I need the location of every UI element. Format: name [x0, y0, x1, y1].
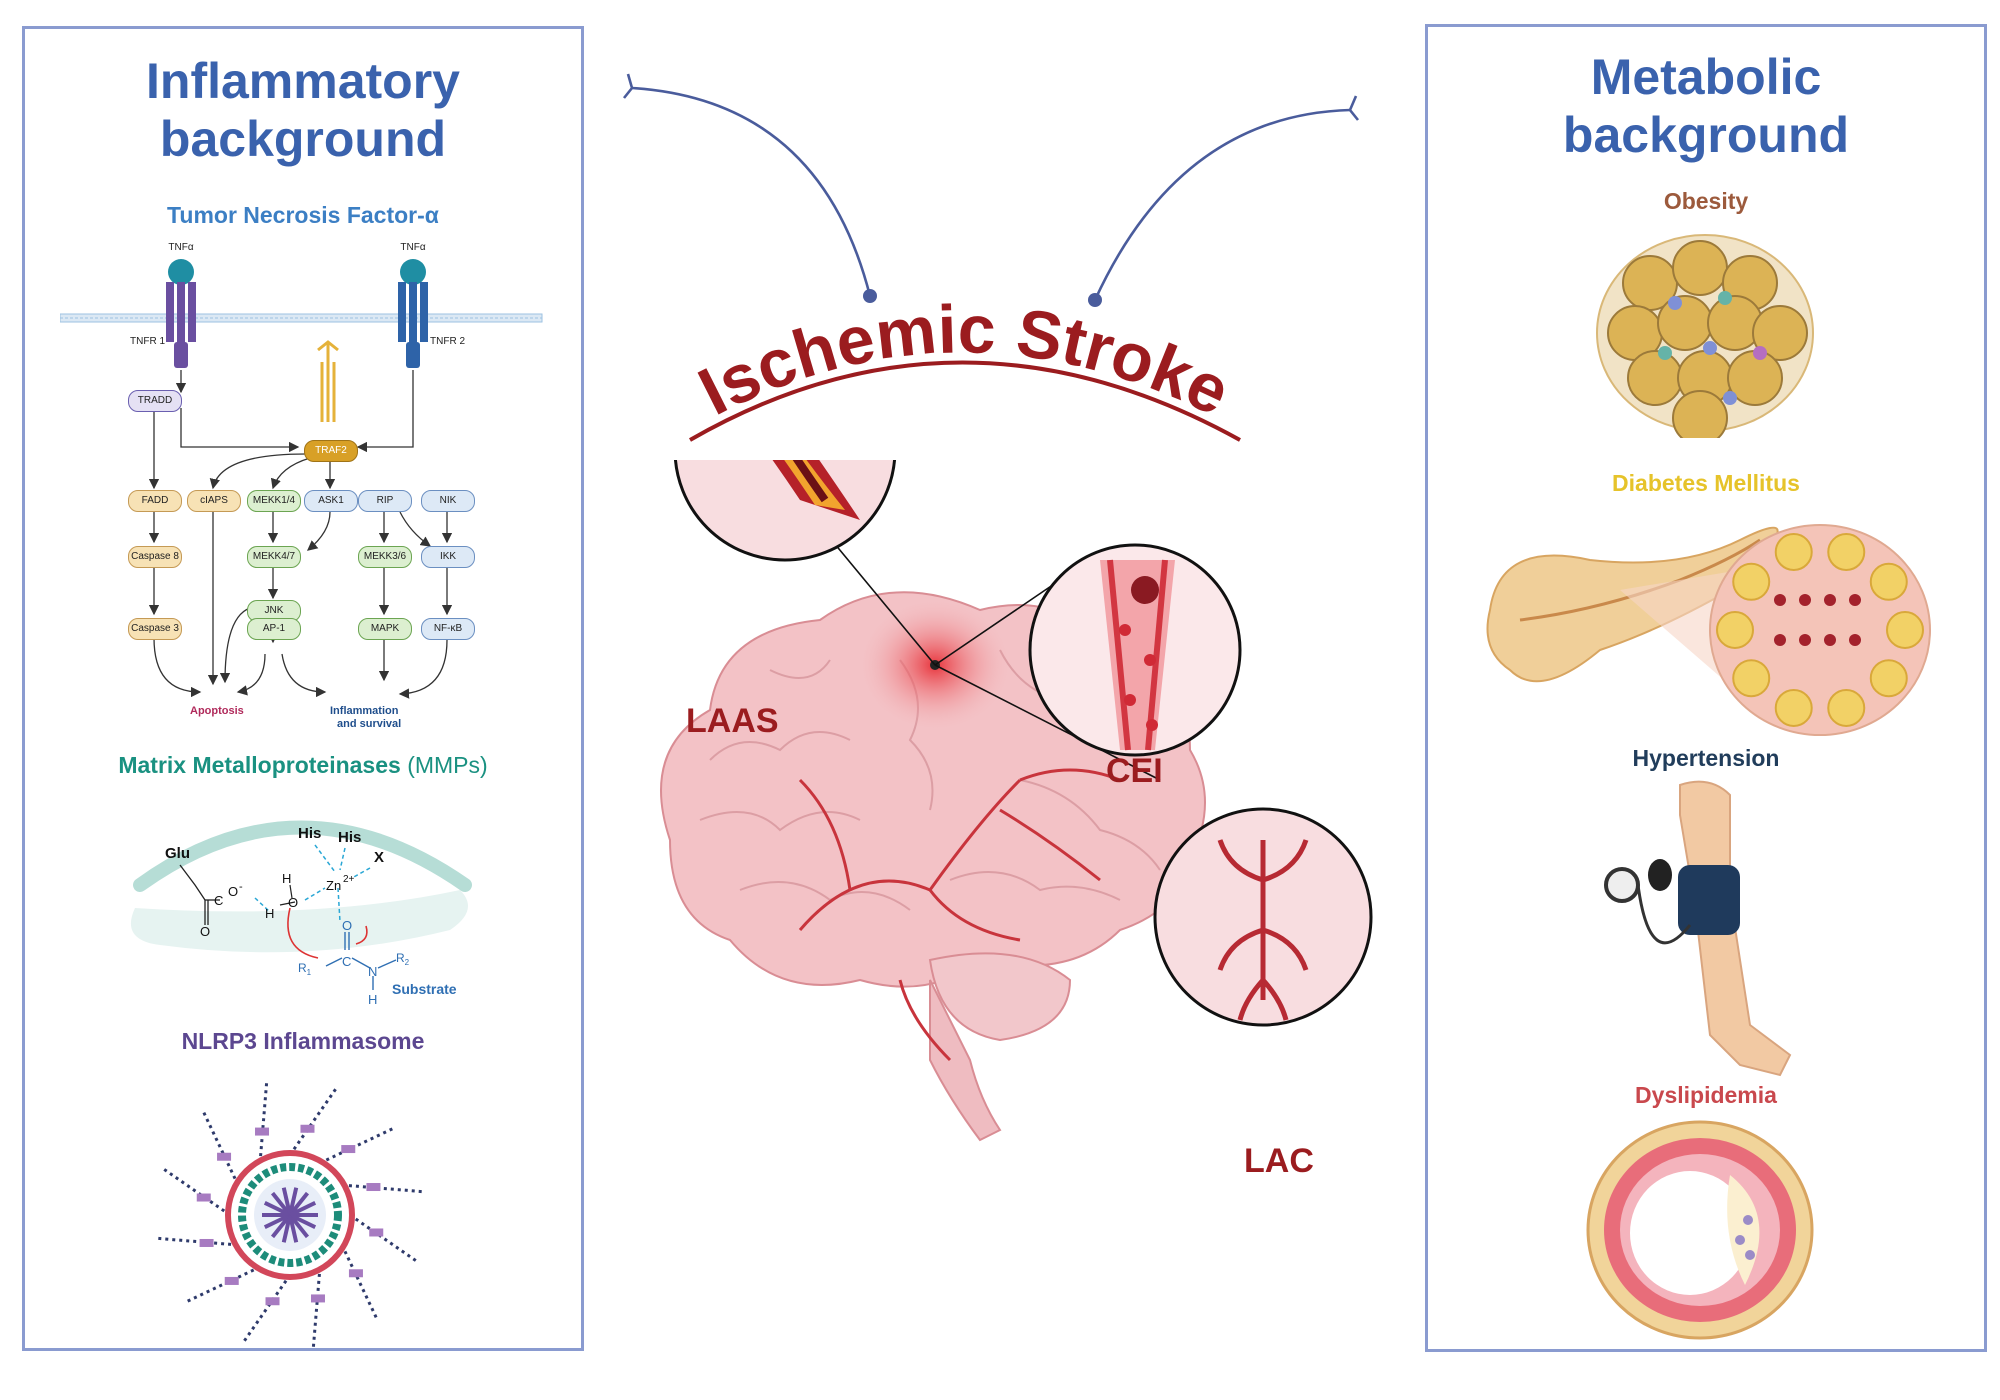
tnf-node-ask1: ASK1 [304, 490, 358, 512]
mmp-heading-main: Matrix Metalloproteinases [118, 752, 401, 778]
laas-label: LAAS [686, 702, 779, 740]
brain-illustration-group [660, 460, 1373, 1142]
tnf-node-mekk36: MEKK3/6 [358, 546, 412, 568]
inflammation-label-line1: Inflammation [330, 705, 399, 717]
his1-label: His [298, 825, 321, 842]
tnfr2-receptor-icon [398, 259, 428, 368]
glu-label: Glu [165, 845, 190, 862]
laas-circle-icon [673, 460, 897, 562]
cei-circle-icon [1028, 543, 1242, 757]
connector-right-endpoint [1088, 293, 1102, 307]
connector-left-curve [631, 86, 872, 297]
inflammatory-title-line2: background [159, 111, 447, 167]
pointer-cei [934, 579, 1061, 666]
tnfr1-label: TNFR 1 [130, 336, 165, 347]
water-o-label: O [288, 895, 298, 910]
carboxylate-c-label: C [214, 893, 223, 908]
zinc-label: Zn [326, 878, 341, 893]
tnf-node-rip: RIP [358, 490, 412, 512]
tnf-node-nfkb: NF-κB [421, 618, 475, 640]
tnf-node-ap1: AP-1 [247, 618, 301, 640]
apoptosis-label: Apoptosis [190, 705, 244, 717]
nlrp3-inflammasome-icon [156, 1081, 424, 1349]
enzyme-pocket-shape [130, 890, 468, 953]
bp-cuff [1678, 865, 1740, 935]
dyslipidemia-label: Dyslipidemia [1635, 1082, 1777, 1108]
tnf-ligand-label-2: TNFα [400, 242, 425, 253]
zinc-charge: 2+ [343, 874, 355, 885]
blood-pressure-arm-illustration [1604, 780, 1792, 1077]
connector-left-endpoint [863, 289, 877, 303]
diabetes-label: Diabetes Mellitus [1612, 470, 1800, 496]
obesity-label: Obesity [1663, 188, 1749, 214]
inflammatory-title-line1: Inflammatory [146, 53, 460, 109]
artery-lumen [1630, 1171, 1750, 1295]
reaction-arrow-red [287, 907, 319, 959]
his2-label: His [338, 829, 361, 846]
pointer-lac [934, 664, 1161, 781]
metabolic-title-line2: background [1562, 107, 1850, 163]
bp-gauge-icon [1604, 867, 1640, 903]
substrate-n-label: N [368, 964, 377, 979]
water-h-bottom-label: H [265, 906, 274, 921]
ciap-protein-icon [317, 340, 339, 422]
tnf-node-caspase3: Caspase 3 [128, 618, 182, 640]
tnf-node-mapk: MAPK [358, 618, 412, 640]
tnf-node-ciaps: cIAPS [187, 490, 241, 512]
tnf-ligand-label-1: TNFα [168, 242, 193, 253]
tnf-heading: Tumor Necrosis Factor-α [167, 202, 439, 228]
enzyme-arc-shape [133, 820, 472, 892]
artery-cross-section-icon [1586, 1120, 1814, 1340]
x-ligand-label: X [374, 849, 384, 866]
substrate-h-label: H [368, 992, 377, 1007]
ischemic-stroke-title: Ischemic Stroke [687, 300, 1241, 442]
tnf-node-ikk: IKK [421, 546, 475, 568]
nlrp3-heading: NLRP3 Inflammasome [181, 1028, 425, 1054]
lac-label: LAC [1244, 1142, 1314, 1180]
adipose-tissue-icon [1596, 234, 1814, 438]
brain-stem-shape [929, 979, 1002, 1142]
tnf-node-mekk47: MEKK4/7 [247, 546, 301, 568]
r2-label: R2 [396, 951, 410, 967]
tnf-node-nik: NIK [421, 490, 475, 512]
tnf-node-traf2: TRAF2 [304, 440, 358, 462]
substrate-c-label: C [342, 954, 351, 969]
pancreas-illustration [1486, 524, 1931, 736]
tnfr1-receptor-icon [166, 259, 196, 368]
carboxylate-charge: - [239, 881, 243, 893]
bp-bulb-icon [1648, 859, 1672, 891]
tnf-node-tradd: TRADD [128, 390, 182, 412]
tnf-pathway-diagram: TNFα TNFα TNFR 1 TNFR 2 [60, 242, 543, 699]
mmp-heading-abbr: (MMPs) [407, 752, 488, 778]
mmp-active-site-diagram: Glu C O O - H O H His His X Zn 2+ O C N … [130, 820, 472, 1007]
connector-right-curve [1093, 108, 1351, 301]
mmp-heading: Matrix Metalloproteinases (MMPs) [22, 752, 584, 779]
tnf-node-mekk14: MEKK1/4 [247, 490, 301, 512]
tnfr2-label: TNFR 2 [430, 336, 465, 347]
carboxylate-o-label: O [200, 924, 210, 939]
water-h-top-label: H [282, 871, 291, 886]
cei-label: CEI [1106, 752, 1163, 790]
metabolic-title-line1: Metabolic [1590, 49, 1822, 105]
carboxylate-ominus-label: O [228, 884, 238, 899]
hypertension-label: Hypertension [1632, 745, 1780, 771]
inflammation-label-line2: and survival [337, 718, 402, 730]
tnf-node-fadd: FADD [128, 490, 182, 512]
substrate-label: Substrate [392, 981, 457, 997]
lac-circle-icon [1153, 807, 1373, 1027]
svg-text:Ischemic Stroke: Ischemic Stroke [687, 300, 1241, 430]
brain-cerebellum-shape [928, 952, 1072, 1042]
connector-arrows [622, 73, 1360, 307]
substrate-o-label: O [342, 918, 352, 933]
r1-label: R1 [298, 961, 312, 977]
tnf-node-caspase8: Caspase 8 [128, 546, 182, 568]
